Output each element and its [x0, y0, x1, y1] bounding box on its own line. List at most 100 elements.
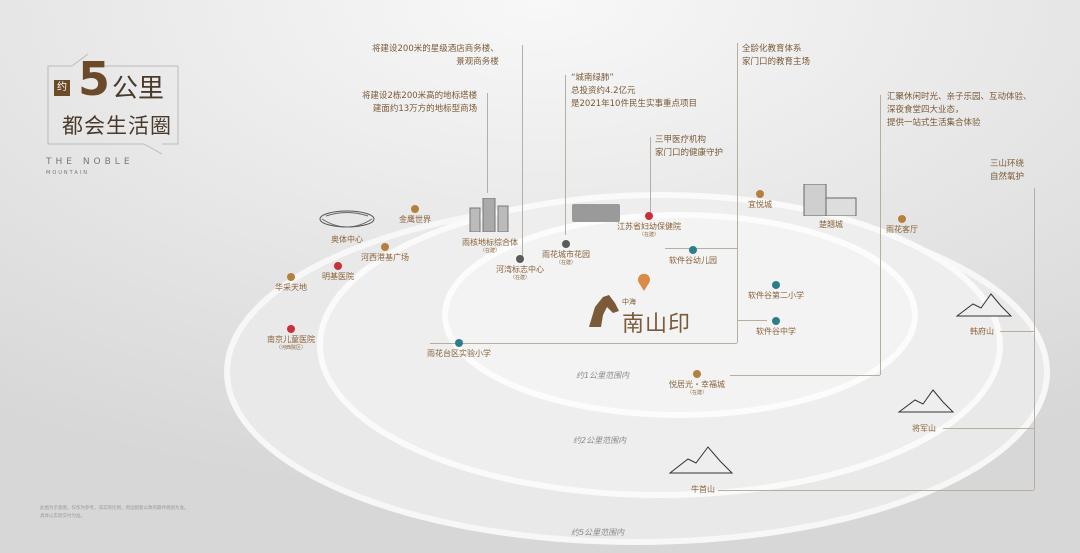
brand-en: THE NOBLE	[46, 157, 134, 167]
leader-line	[880, 95, 881, 375]
poi-sub: （在建）	[686, 390, 707, 396]
poi-label: 南京儿童医院	[267, 335, 315, 344]
poi-maternal-hospital[interactable]: 江苏省妇幼保健院（在建）	[617, 212, 681, 239]
project-logo-main: 南山印	[622, 312, 692, 337]
poi-label: 楚翘城	[819, 220, 843, 229]
poi-label: 河西港基广场	[361, 253, 409, 262]
brand-en-sub: MOUNTAIN	[46, 170, 89, 176]
leader-line	[487, 93, 488, 193]
poi-yueju-happiness[interactable]: 悦居光・幸福城（在建）	[669, 370, 725, 397]
park-logo-icon	[572, 204, 620, 222]
poi-label: 雨核地标综合体	[462, 238, 518, 247]
hospital-icon	[287, 325, 295, 333]
poi-label: 河湾标志中心	[496, 265, 544, 274]
note-mountains: 三山环绕自然氧护	[990, 159, 1025, 182]
mountain-hanfu: 韩府山	[970, 327, 994, 336]
poi-yuhe-landmark[interactable]: 雨核地标综合体（在建）	[462, 238, 518, 255]
commerce-icon	[287, 273, 295, 281]
note-landmark-tower: 将建设2栋200米高的地标塔楼建面约13万方的地标型商场	[362, 91, 478, 114]
commerce-icon	[411, 205, 419, 213]
leader-line	[665, 248, 737, 249]
poi-yuhua-living-room[interactable]: 雨花客厅	[886, 215, 918, 235]
poi-sub: （在建）	[509, 275, 530, 281]
title-number: 5	[78, 52, 111, 106]
poi-label: 奥体中心	[331, 235, 363, 244]
hospital-icon	[334, 262, 342, 270]
poi-sub: （在建）	[555, 260, 576, 266]
commerce-icon	[756, 190, 764, 198]
horse-logo-icon	[589, 295, 619, 327]
poi-olympic-center[interactable]: 奥体中心	[331, 235, 363, 245]
ring-1km	[442, 212, 918, 418]
project-logo-small: 中海	[622, 298, 636, 306]
poi-mingji-hospital[interactable]: 明基医院	[322, 262, 354, 282]
commerce-icon	[898, 215, 906, 223]
poi-label: 软件谷中学	[756, 327, 796, 336]
ring-label-2km: 约2公里范围内	[573, 436, 627, 445]
school-icon	[772, 317, 780, 325]
poi-sub: （在建）	[638, 232, 659, 238]
poi-experimental-primary[interactable]: 雨花台区实验小学	[427, 339, 491, 359]
poi-middle-school[interactable]: 软件谷中学	[756, 317, 796, 337]
poi-label: 宜悦城	[748, 200, 772, 209]
ring-label-1km: 约1公里范围内	[576, 371, 630, 380]
mountain-niushou: 牛首山	[691, 485, 715, 494]
leader-line	[718, 490, 1034, 491]
poi-gangji-plaza[interactable]: 河西港基广场	[361, 243, 409, 263]
note-education: 全龄化教育体系家门口的教育主场	[742, 44, 811, 67]
title-unit: 公里	[112, 74, 165, 104]
location-pin-icon	[638, 274, 650, 291]
stadium-icon	[319, 210, 375, 228]
leader-line	[737, 43, 738, 343]
title-prefix: 约	[54, 80, 70, 96]
mountain-icon	[897, 389, 955, 413]
school-icon	[455, 339, 463, 347]
building-icon	[803, 184, 857, 216]
leader-line	[1034, 188, 1035, 490]
poi-label: 明基医院	[322, 272, 354, 281]
school-icon	[772, 281, 780, 289]
poi-childrens-hospital[interactable]: 南京儿童医院（河西院区）	[267, 325, 315, 352]
note-hotel: 将建设200米的星级酒店商务楼、景观商务楼	[372, 44, 499, 67]
poi-kindergarten[interactable]: 软件谷幼儿园	[669, 246, 717, 266]
leader-line	[430, 343, 737, 344]
tower-icon	[469, 198, 509, 232]
poi-jinying[interactable]: 金鹰世界	[399, 205, 431, 225]
residence-icon	[562, 240, 570, 248]
note-green-lung: “城南绿肺”总投资约4.2亿元是2021年10件民生实事重点项目	[571, 73, 697, 109]
leader-line	[943, 428, 1034, 429]
mountain-icon	[955, 293, 1013, 317]
poi-huacai[interactable]: 华采天地	[275, 273, 307, 293]
poi-label: 雨花台区实验小学	[427, 349, 491, 358]
leader-line	[1000, 331, 1034, 332]
school-icon	[689, 246, 697, 254]
poi-yuhua-garden[interactable]: 雨花城市花园（在建）	[542, 240, 590, 267]
leader-line	[737, 320, 767, 321]
leader-line	[565, 75, 566, 235]
poi-label: 软件谷幼儿园	[669, 256, 717, 265]
poi-label: 悦居光・幸福城	[669, 380, 725, 389]
poi-hewan-center[interactable]: 河湾标志中心（在建）	[496, 255, 544, 282]
poi-second-primary[interactable]: 软件谷第二小学	[748, 281, 804, 301]
hospital-icon	[645, 212, 653, 220]
poi-label: 雨花城市花园	[542, 250, 590, 259]
disclaimer: 此图为示意图，仅作为参考，非实际比例，周边配套以政府最终规划为准。具体以实际交付…	[40, 506, 189, 519]
mountain-icon	[668, 446, 734, 474]
poi-label: 软件谷第二小学	[748, 291, 804, 300]
mountain-jiangjun: 将军山	[912, 424, 936, 433]
poi-label: 雨花客厅	[886, 225, 918, 234]
poi-sub: （河西院区）	[275, 345, 306, 351]
leader-line	[730, 375, 880, 376]
leader-line	[522, 45, 523, 260]
commerce-icon	[693, 370, 701, 378]
ring-label-5km: 约5公里范围内	[571, 528, 625, 537]
poi-label: 江苏省妇幼保健院	[617, 222, 681, 231]
poi-sub: （在建）	[479, 248, 500, 254]
poi-yiyue-city[interactable]: 宜悦城	[748, 190, 772, 210]
residence-icon	[516, 255, 524, 263]
commerce-icon	[381, 243, 389, 251]
note-leisure: 汇聚休闲时光、亲子乐园、互动体验、深夜食堂四大业态，提供一站式生活集合体验	[887, 92, 1032, 128]
poi-chuqiao-city[interactable]: 楚翘城	[819, 220, 843, 230]
poi-label: 金鹰世界	[399, 215, 431, 224]
